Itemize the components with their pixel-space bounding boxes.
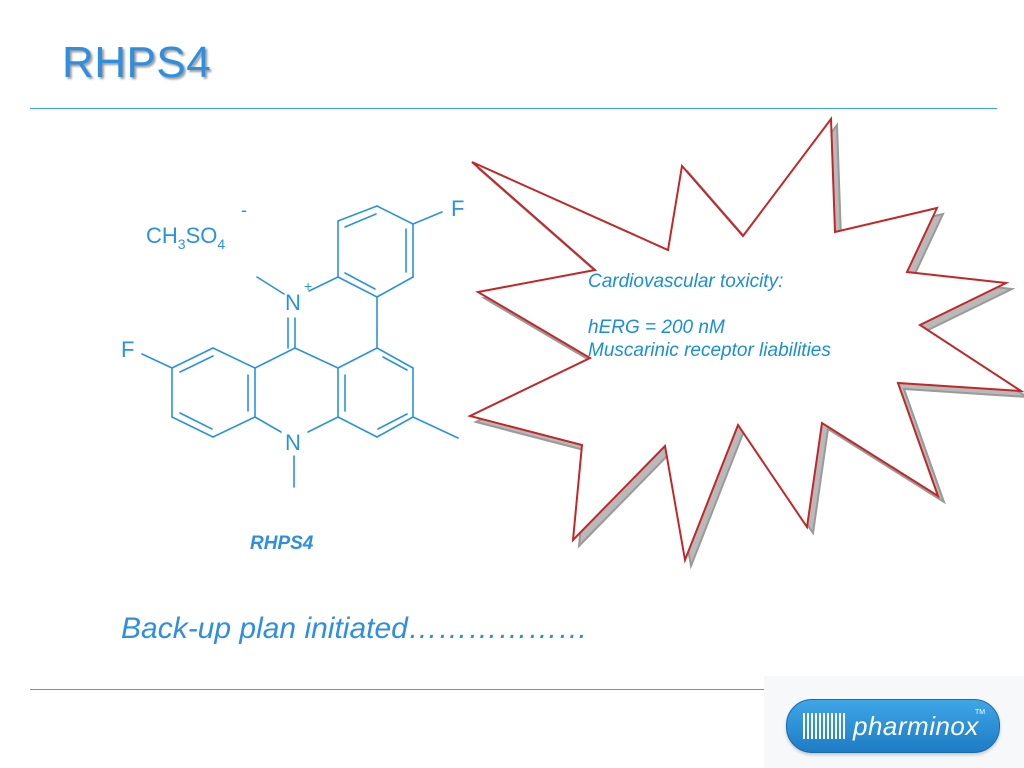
pharminox-logo: pharminox TM [786, 699, 1000, 753]
compound-name: RHPS4 [250, 533, 314, 554]
logo-trademark: TM [975, 709, 986, 716]
bottom-divider [30, 689, 997, 690]
logo-text: pharminox [853, 711, 979, 741]
counterion-sub1: 3 [178, 236, 186, 252]
starburst-callout [467, 116, 1024, 564]
top-divider [30, 108, 997, 109]
slide-title: RHPS4 [62, 38, 212, 87]
svg-text:CH3SO4: CH3SO4 [146, 223, 225, 252]
counterion-so: SO [186, 223, 218, 248]
callout-line-1: Cardiovascular toxicity: [588, 271, 784, 292]
callout-text: Cardiovascular toxicity: hERG = 200 nM M… [588, 270, 928, 362]
counterion-charge: - [241, 200, 247, 220]
n-plus-charge: + [304, 278, 312, 294]
fluorine-top: F [451, 196, 464, 221]
slide-subtitle: Back-up plan initiated……………… [121, 612, 588, 645]
n-label: N [285, 430, 301, 455]
callout-line-3: Muscarinic receptor liabilities [588, 340, 831, 361]
counterion-sub2: 4 [217, 236, 225, 252]
counterion-ch: CH [146, 223, 178, 248]
fluorine-left: F [121, 337, 134, 362]
logo-stripes-icon [803, 713, 847, 739]
callout-line-2: hERG = 200 nM [588, 317, 725, 338]
n-plus-label: N [285, 290, 301, 315]
